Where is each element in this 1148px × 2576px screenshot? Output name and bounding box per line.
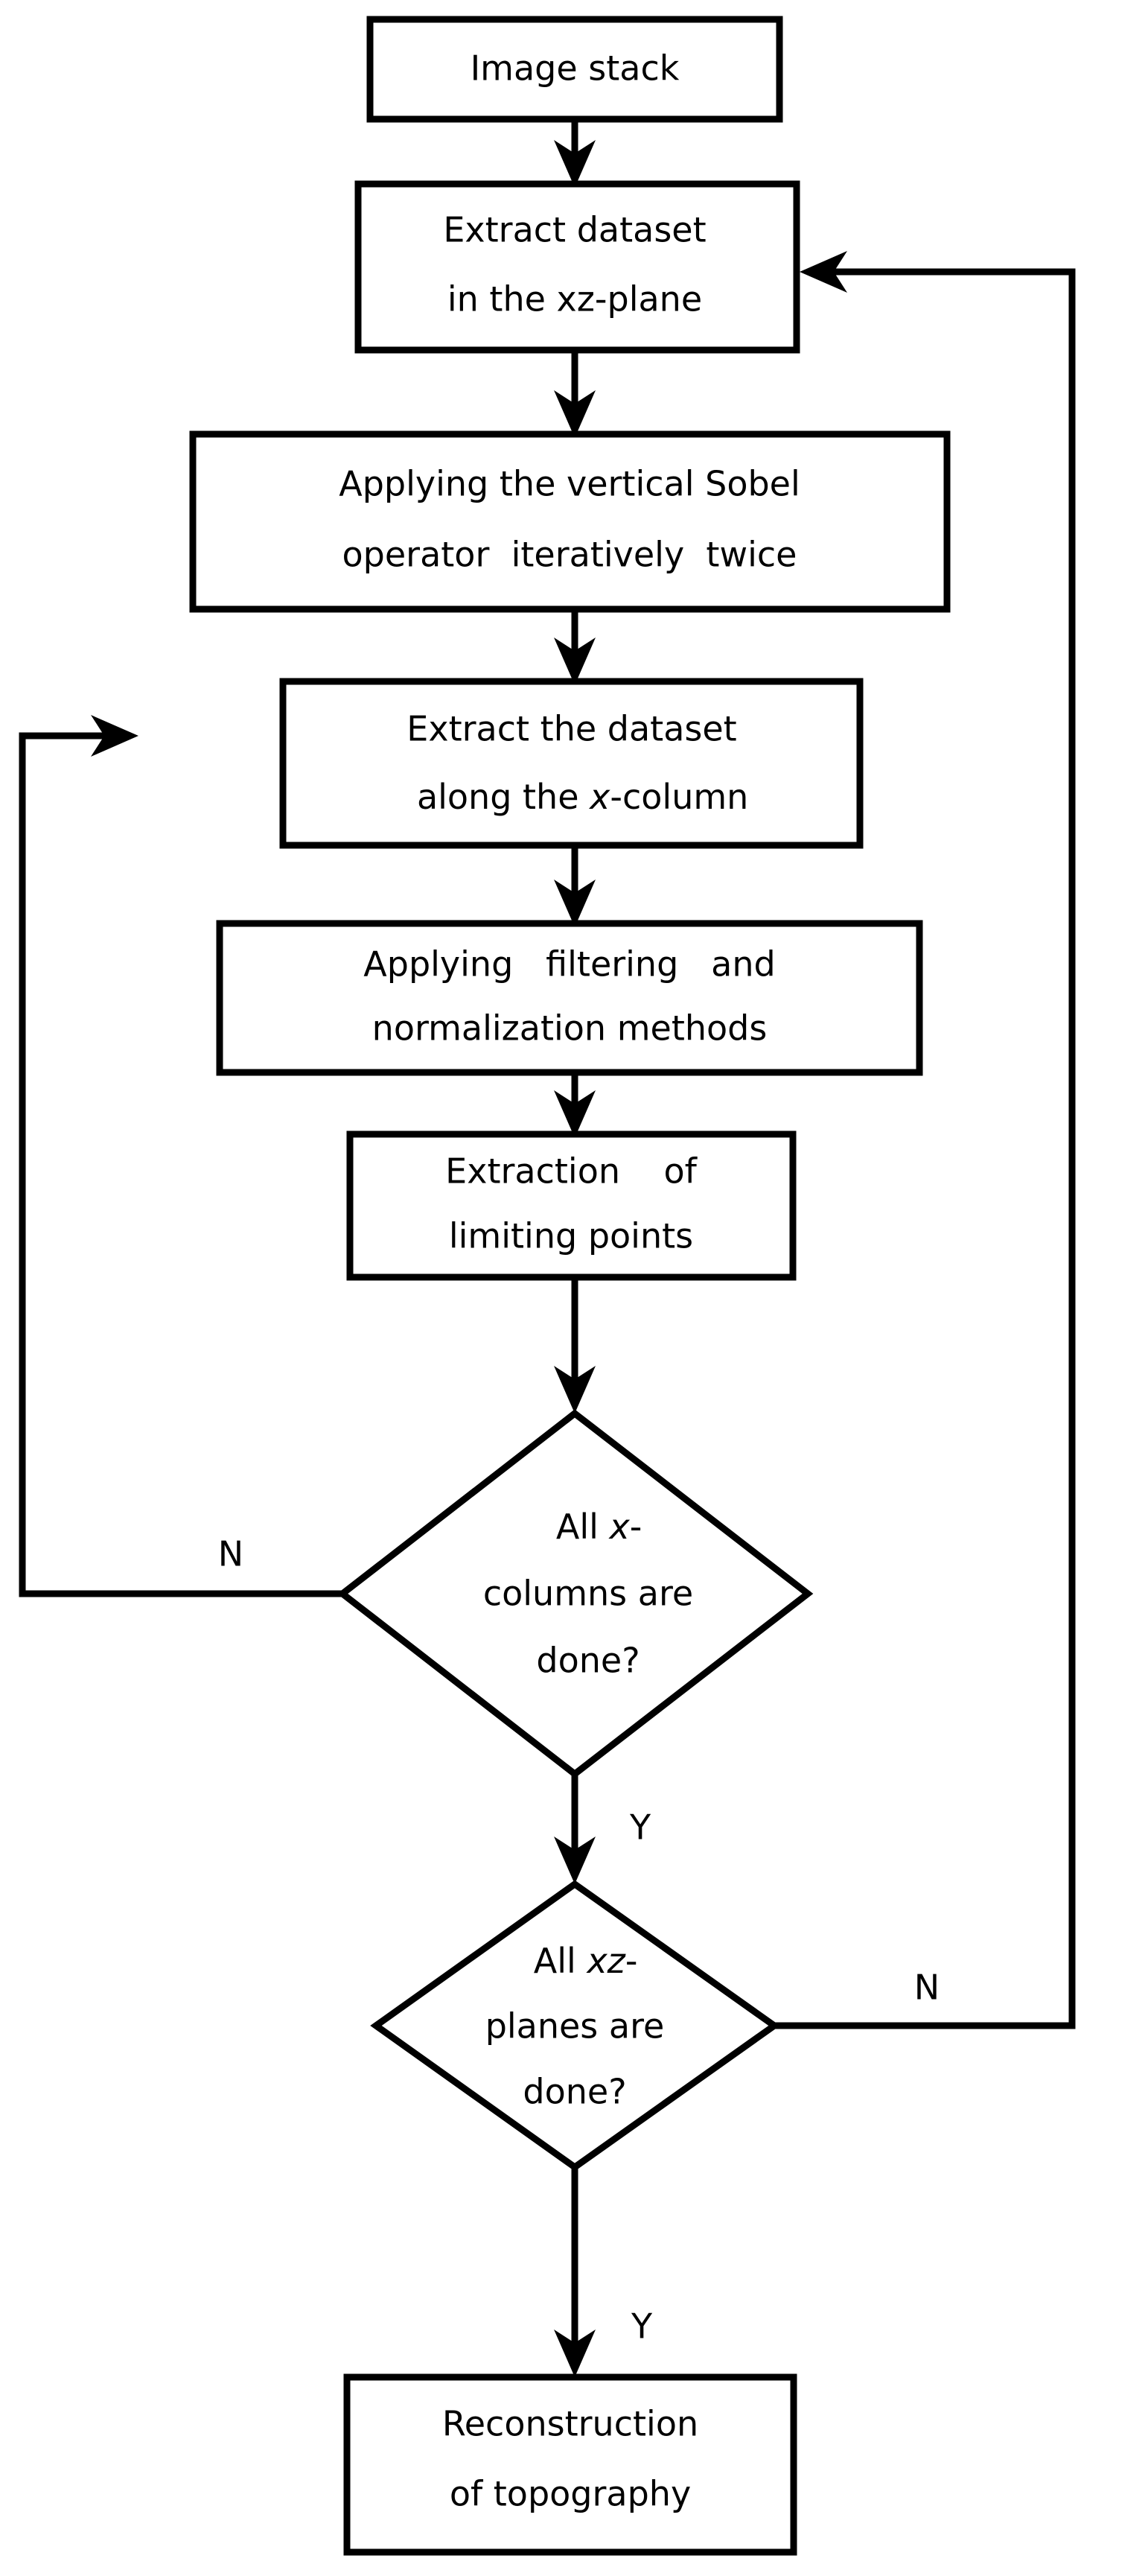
branch-label-dec2-yes: Y	[631, 2306, 653, 2347]
edge-filter-to-limiting-points	[554, 1072, 596, 1138]
edge-extract-xz-to-sobel	[554, 350, 596, 438]
extract-xcol-pre: along the	[417, 777, 590, 817]
node-limiting-points[interactable]: Extraction of limiting points	[346, 1130, 797, 1281]
node-reconstruction[interactable]: Reconstruction of topography	[343, 2373, 797, 2556]
node-filter-normalize-line2: normalization methods	[372, 1008, 768, 1049]
node-extract-xz-line1: Extract dataset	[443, 210, 706, 250]
edge-decision-xcolumns-no-loop	[19, 715, 342, 1597]
edge-sobel-to-extract-xcol	[554, 609, 596, 685]
node-decision-xcolumns-line2: columns are	[483, 1574, 693, 1614]
node-decision-xcolumns-line3: done?	[536, 1641, 640, 1681]
node-limiting-points-line1: Extraction of	[445, 1151, 698, 1192]
node-decision-xcolumns-diamond	[337, 1409, 814, 1778]
node-decision-xzplanes-line1: All xz-	[436, 1941, 714, 1981]
node-filter-normalize-line1: Applying filtering and	[363, 944, 775, 985]
node-decision-xzplanes-line2: planes are	[485, 2006, 665, 2047]
node-decision-xcolumns-line1: All x-	[458, 1507, 718, 1547]
node-reconstruction-box	[343, 2373, 797, 2556]
extract-xcol-post: -column	[610, 777, 748, 817]
node-extract-xcol-box	[279, 678, 864, 849]
node-sobel[interactable]: Applying the vertical Sobel operator ite…	[189, 430, 951, 613]
node-image-stack[interactable]: Image stack	[366, 16, 783, 123]
node-reconstruction-line1: Reconstruction	[442, 2404, 698, 2444]
node-extract-xcol-line2: along the x-column	[319, 777, 824, 817]
edge-decision-xzplanes-yes	[554, 2167, 596, 2377]
dec2-post: -	[625, 1941, 638, 1981]
dec1-pre: All	[556, 1507, 610, 1547]
edge-limiting-points-to-decision-xcolumns	[554, 1277, 596, 1413]
edge-decision-xcolumns-yes	[554, 1774, 596, 1884]
node-image-stack-box	[366, 16, 783, 123]
arrowhead-icon	[554, 390, 596, 438]
arrowhead-icon	[554, 2329, 596, 2377]
node-extract-xz-line2: in the xz-plane	[447, 279, 702, 319]
arrowhead-icon	[91, 715, 138, 757]
dec1-italic-x: x	[608, 1507, 631, 1547]
arrowhead-icon	[554, 140, 596, 188]
node-limiting-points-line2: limiting points	[449, 1216, 693, 1256]
node-decision-xzplanes-diamond	[370, 1880, 780, 2172]
dec2-italic-xz: xz	[585, 1941, 625, 1981]
node-sobel-line2: operator iteratively twice	[342, 535, 797, 575]
edge-decision-xzplanes-no-loop	[774, 251, 1076, 2029]
arrowhead-icon	[554, 1836, 596, 1884]
node-decision-xzplanes[interactable]: All xz- planes are done?	[370, 1880, 780, 2172]
arrowhead-icon	[554, 1366, 596, 1413]
arrowhead-icon	[554, 637, 596, 685]
arrowhead-icon	[554, 880, 596, 927]
dec2-pre: All	[534, 1941, 587, 1981]
edge-extract-xcol-to-filter	[554, 845, 596, 927]
branch-label-dec2-no: N	[914, 1968, 940, 2008]
extract-xcol-italic-x: x	[588, 777, 610, 817]
node-image-stack-label: Image stack	[471, 48, 680, 89]
node-sobel-box	[189, 430, 951, 613]
arrowhead-icon	[554, 1090, 596, 1138]
node-extract-xcol-line1: Extract the dataset	[406, 709, 736, 749]
edge-image-stack-to-extract-xz	[554, 119, 596, 188]
branch-label-dec1-yes: Y	[629, 1807, 651, 1848]
node-extract-xcol[interactable]: Extract the dataset along the x-column	[279, 678, 864, 849]
node-sobel-line1: Applying the vertical Sobel	[339, 464, 800, 504]
node-extract-xz-box	[354, 180, 800, 354]
dec1-post: -	[630, 1507, 642, 1547]
node-extract-xz[interactable]: Extract dataset in the xz-plane	[354, 180, 800, 354]
node-filter-normalize[interactable]: Applying filtering and normalization met…	[216, 920, 923, 1076]
node-reconstruction-line2: of topography	[450, 2474, 691, 2514]
branch-label-dec1-no: N	[218, 1534, 243, 1574]
node-decision-xcolumns[interactable]: All x- columns are done?	[337, 1409, 814, 1778]
node-limiting-points-box	[346, 1130, 797, 1281]
node-filter-normalize-box	[216, 920, 923, 1076]
node-decision-xzplanes-line3: done?	[523, 2072, 626, 2112]
arrowhead-icon	[800, 251, 847, 293]
